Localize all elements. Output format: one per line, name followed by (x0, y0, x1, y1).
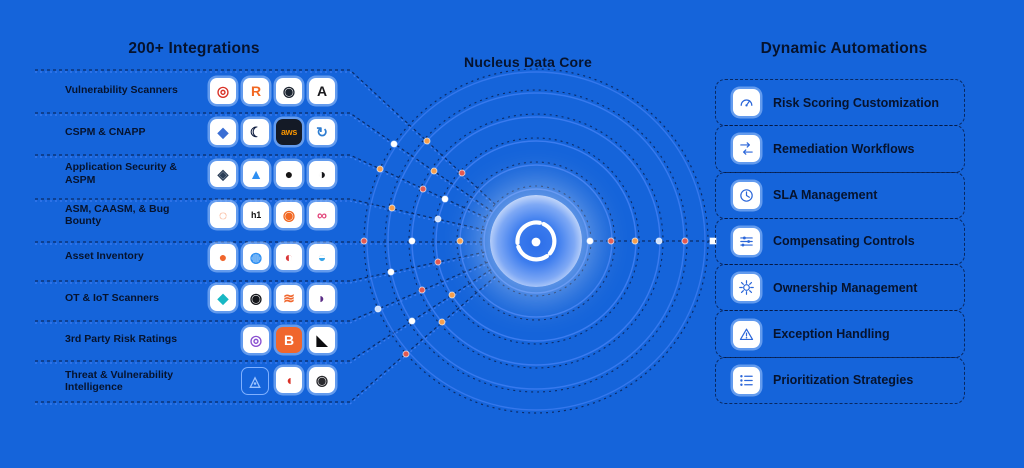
integration-row: ASM, CAASM, & Bug Bounty ◌ h1 ◉ ∞ (35, 195, 347, 237)
asm-logo-2-icon: h1 (243, 202, 269, 229)
vuln-scanner-logo-4-icon: A (309, 77, 335, 104)
integration-row-label: 3rd Party Risk Ratings (65, 333, 178, 346)
ot-logo-3-icon: ≋ (276, 285, 302, 312)
ot-logo-4-icon: ◗ (309, 285, 335, 312)
integration-row-label: Application Security & ASPM (65, 161, 178, 186)
risk-rating-logo-1-icon: ◎ (243, 326, 269, 353)
ot-logo-2-icon: ◉ (243, 285, 269, 312)
integration-logo-group: ◆ ◉ ≋ ◗ (210, 285, 335, 312)
asset-logo-2-icon: ◍ (243, 243, 269, 270)
nucleus-data-core (490, 195, 582, 287)
automation-label: Exception Handling (773, 327, 890, 342)
asm-logo-4-icon: ∞ (309, 202, 335, 229)
automation-label: SLA Management (773, 188, 878, 203)
gauge-icon (733, 89, 760, 117)
integration-row-label: Threat & Vulnerability Intelligence (65, 368, 174, 394)
integration-row-label: OT & IoT Scanners (65, 291, 159, 304)
automation-label: Ownership Management (773, 280, 918, 295)
automation-label: Prioritization Strategies (773, 373, 914, 388)
warning-triangle-icon (733, 320, 760, 348)
integration-row: Application Security & ASPM ◈ ▲ ● ◑ (35, 153, 347, 195)
center-title: Nucleus Data Core (464, 54, 592, 70)
ordered-list-icon (733, 366, 760, 394)
automation-label: Risk Scoring Customization (773, 95, 939, 110)
vuln-scanner-logo-2-icon: R (243, 77, 269, 104)
automation-box: Ownership Management (715, 264, 965, 312)
integration-logo-group: ◎ R ◉ A (210, 77, 335, 104)
integration-category-list: Vulnerability Scanners ◎ R ◉ A CSPM & CNAPP ◆ ☾… (35, 70, 347, 402)
cspm-logo-1-icon: ◆ (210, 119, 236, 146)
ot-logo-1-icon: ◆ (210, 285, 236, 312)
asm-logo-3-icon: ◉ (276, 202, 302, 229)
workflow-icon (733, 135, 760, 163)
integration-row: Asset Inventory ● ◍ ◐ ◒ (35, 236, 347, 278)
nucleus-atom-logo-icon (515, 220, 557, 262)
asset-logo-1-icon: ● (210, 243, 236, 270)
appsec-logo-2-icon: ▲ (243, 160, 269, 187)
appsec-logo-4-icon: ◑ (309, 160, 335, 187)
threat-intel-logo-3-icon: ◉ (309, 367, 335, 394)
integration-row-label: ASM, CAASM, & Bug Bounty (65, 202, 170, 228)
integration-logo-group: ◆ ☾ aws ↻ (210, 119, 335, 146)
vuln-scanner-logo-3-icon: ◉ (276, 77, 302, 104)
asset-logo-4-icon: ◒ (309, 243, 335, 270)
sliders-icon (733, 227, 760, 255)
automation-box: Exception Handling (715, 310, 965, 358)
left-panel-title: 200+ Integrations (128, 40, 260, 57)
automation-label: Compensating Controls (773, 234, 915, 249)
clock-icon (733, 181, 760, 209)
automation-box: Risk Scoring Customization (715, 79, 965, 127)
threat-intel-logo-1-icon: ◬ (241, 367, 269, 396)
automation-box: Remediation Workflows (715, 125, 965, 173)
cspm-logo-2-icon: ☾ (243, 119, 269, 146)
vuln-scanner-logo-1-icon: ◎ (210, 77, 236, 104)
integration-logo-group: ◈ ▲ ● ◑ (210, 160, 335, 187)
integration-logo-group: ◎ B ◣ (243, 326, 335, 353)
automation-label: Remediation Workflows (773, 141, 915, 156)
automation-box: Prioritization Strategies (715, 356, 965, 404)
integration-row: Vulnerability Scanners ◎ R ◉ A (35, 70, 347, 112)
asset-logo-3-icon: ◐ (276, 243, 302, 270)
automation-box: Compensating Controls (715, 217, 965, 266)
integration-row: Threat & Vulnerability Intelligence ◬ ◖ ◉ (35, 361, 347, 403)
integration-logo-group: ◬ ◖ ◉ (241, 367, 335, 396)
integration-row: CSPM & CNAPP ◆ ☾ aws ↻ (35, 112, 347, 154)
cspm-logo-4-icon: ↻ (309, 119, 335, 146)
integration-row-label: Asset Inventory (65, 250, 144, 263)
integration-row-label: Vulnerability Scanners (65, 84, 178, 97)
appsec-logo-1-icon: ◈ (210, 160, 236, 187)
automation-box: SLA Management (715, 171, 965, 219)
threat-intel-logo-2-icon: ◖ (276, 367, 302, 394)
integration-row: OT & IoT Scanners ◆ ◉ ≋ ◗ (35, 278, 347, 320)
gear-icon (733, 274, 760, 302)
integration-logo-group: ◌ h1 ◉ ∞ (210, 202, 335, 229)
integration-row: 3rd Party Risk Ratings ◎ B ◣ (35, 319, 347, 361)
right-panel-title: Dynamic Automations (760, 40, 928, 57)
integration-logo-group: ● ◍ ◐ ◒ (210, 243, 335, 270)
integration-row-label: CSPM & CNAPP (65, 125, 146, 138)
asm-logo-1-icon: ◌ (210, 202, 236, 229)
risk-rating-logo-2-icon: B (276, 326, 302, 353)
risk-rating-logo-3-icon: ◣ (309, 326, 335, 353)
appsec-logo-3-icon: ● (276, 160, 302, 187)
cspm-logo-3-icon: aws (276, 119, 302, 146)
